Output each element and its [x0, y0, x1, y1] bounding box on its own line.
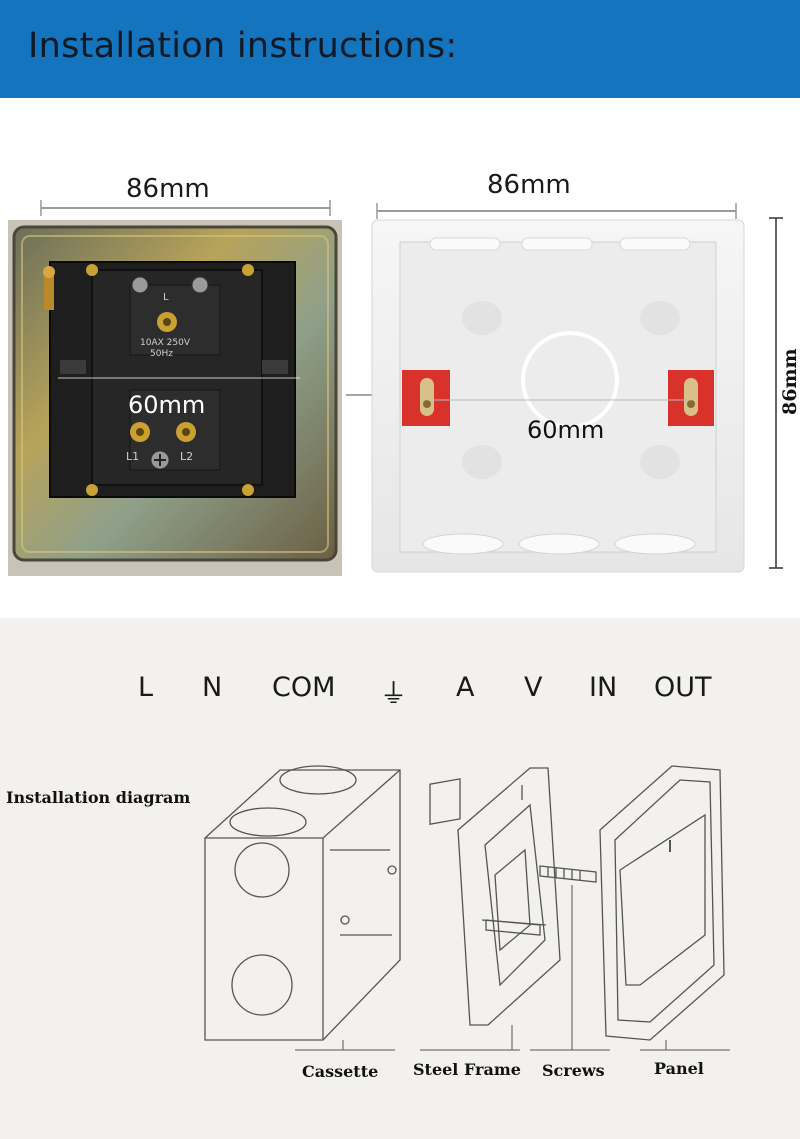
- screw-drawing: [485, 865, 597, 936]
- terminal-a: A: [456, 672, 475, 703]
- wall-box-photo: 60mm: [371, 219, 745, 573]
- cassette-label: Cassette: [302, 1062, 379, 1081]
- terminal-out: OUT: [654, 672, 712, 703]
- terminal-n: N: [202, 672, 223, 703]
- switch-hole-spacing-label: 60mm: [128, 391, 205, 419]
- box-height-label: 86mm: [779, 348, 800, 415]
- switch-width-dimension: [40, 200, 331, 216]
- plate-rating: 10AX 250V: [140, 338, 191, 348]
- panel-drawing: [599, 765, 725, 1041]
- box-height-dimension: 86mm: [769, 217, 800, 569]
- terminal-v: V: [524, 672, 543, 703]
- steel-frame-label: Steel Frame: [413, 1060, 521, 1079]
- terminal-com: COM: [272, 672, 336, 703]
- plate-l2: L2: [180, 450, 193, 463]
- switch-width-label: 86mm: [126, 174, 210, 204]
- switch-back-photo: L 10AX 250V 50Hz L1 L2 60mm: [8, 220, 342, 576]
- plate-label-l: L: [163, 292, 169, 303]
- box-hole-spacing-label: 60mm: [527, 416, 604, 444]
- header-bar: Installation instructions:: [0, 0, 800, 98]
- ground-icon: ⏚: [380, 679, 407, 710]
- plate-freq: 50Hz: [150, 349, 173, 359]
- diagram-title: Installation diagram: [6, 788, 191, 807]
- terminal-in: IN: [589, 672, 618, 703]
- box-width-label: 86mm: [487, 170, 571, 200]
- box-width-dimension: [376, 203, 737, 219]
- page-title: Installation instructions:: [28, 26, 458, 66]
- panel-label: Panel: [654, 1059, 704, 1078]
- cassette-drawing: [204, 765, 401, 1041]
- terminal-l: L: [138, 672, 154, 703]
- plate-l1: L1: [126, 450, 139, 463]
- screws-label: Screws: [542, 1061, 605, 1080]
- steel-frame-drawing: [429, 767, 561, 1026]
